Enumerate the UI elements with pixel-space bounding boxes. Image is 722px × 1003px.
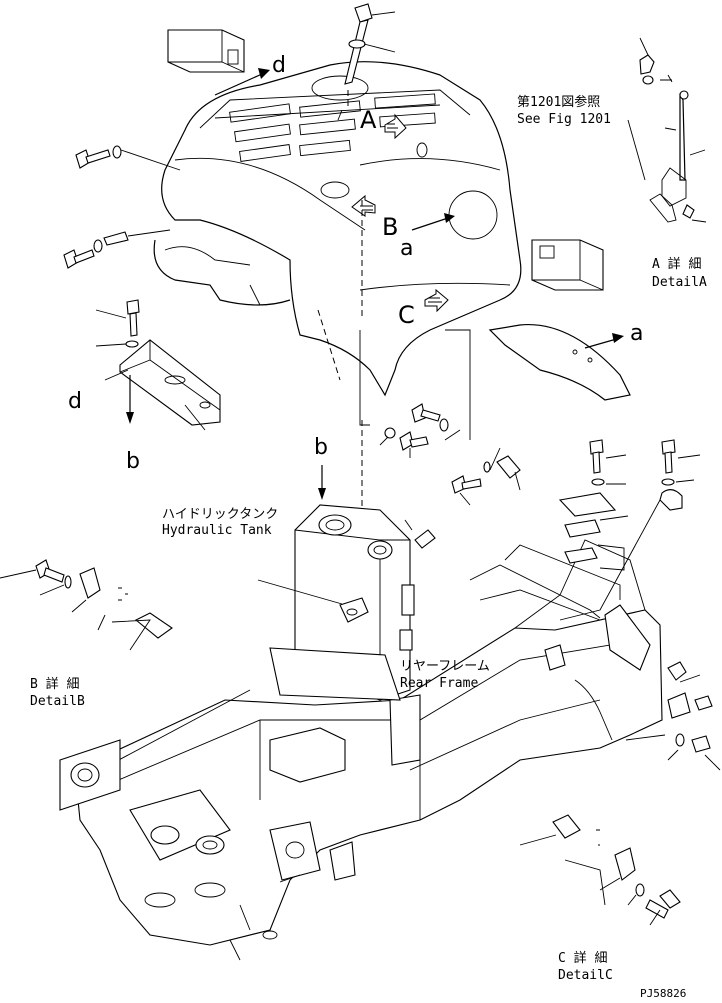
plates-right	[558, 492, 629, 571]
bolts-right-frame	[667, 661, 713, 753]
detail-c-en-text: DetailC	[558, 968, 613, 983]
detail-A-parts	[627, 37, 707, 223]
hyd-tank-en-text: Hydraulic Tank	[162, 523, 272, 538]
detail-b-jp-text: B 詳 細	[30, 676, 79, 692]
bolts-lower-mid	[451, 455, 521, 494]
engine-hood	[153, 61, 522, 397]
detail-b-en-text: DetailB	[30, 694, 85, 709]
ref-label-b-1: b	[126, 449, 140, 474]
view-label-C: C	[398, 301, 415, 329]
rear-frame	[59, 539, 663, 961]
view-arrow-A	[384, 113, 407, 140]
hood-stay	[488, 323, 631, 401]
rear-frame-en-text: Rear Frame	[400, 676, 478, 691]
ref-fig-en-text: See Fig 1201	[517, 112, 611, 127]
bolts-right-top	[589, 439, 683, 511]
ref-fig-jp-text: 第1201図参照	[517, 94, 600, 110]
detail-a-en-text: DetailA	[652, 275, 707, 290]
ref-label-d-1: d	[272, 53, 286, 78]
bolt-left-2	[63, 231, 129, 269]
view-arrow-C	[424, 288, 449, 313]
tank-mount	[269, 647, 401, 701]
ref-label-a-2: a	[630, 321, 643, 346]
ref-label-d-2: d	[68, 389, 82, 414]
washer-top	[348, 39, 366, 49]
foam-block-top	[167, 29, 245, 73]
bolt-top	[344, 3, 373, 85]
bolt-mid-2	[384, 427, 429, 451]
foam-block-right	[531, 239, 604, 291]
drawing-number: PJ58826	[640, 987, 686, 1000]
tank-bracket	[414, 529, 436, 549]
rear-frame-jp-text: リヤーフレーム	[400, 659, 490, 674]
bolt-bracket-d	[125, 299, 140, 348]
view-arrow-B	[351, 194, 376, 217]
view-label-A: A	[360, 106, 377, 134]
detail-B-parts	[0, 559, 173, 651]
detail-c-jp-text: C 詳 細	[558, 950, 607, 966]
bolt-left-1	[75, 145, 122, 169]
detail-C-parts	[519, 814, 681, 926]
view-label-B: B	[382, 213, 398, 241]
hyd-tank-jp-text: ハイドリックタンク	[162, 507, 278, 522]
detail-a-jp-text: A 詳 細	[652, 256, 701, 272]
bracket-d	[119, 339, 221, 426]
ref-label-a-1: a	[400, 236, 413, 261]
bolt-mid-1	[411, 403, 449, 432]
hood-vents	[229, 93, 436, 162]
ref-label-b-2: b	[314, 435, 328, 460]
